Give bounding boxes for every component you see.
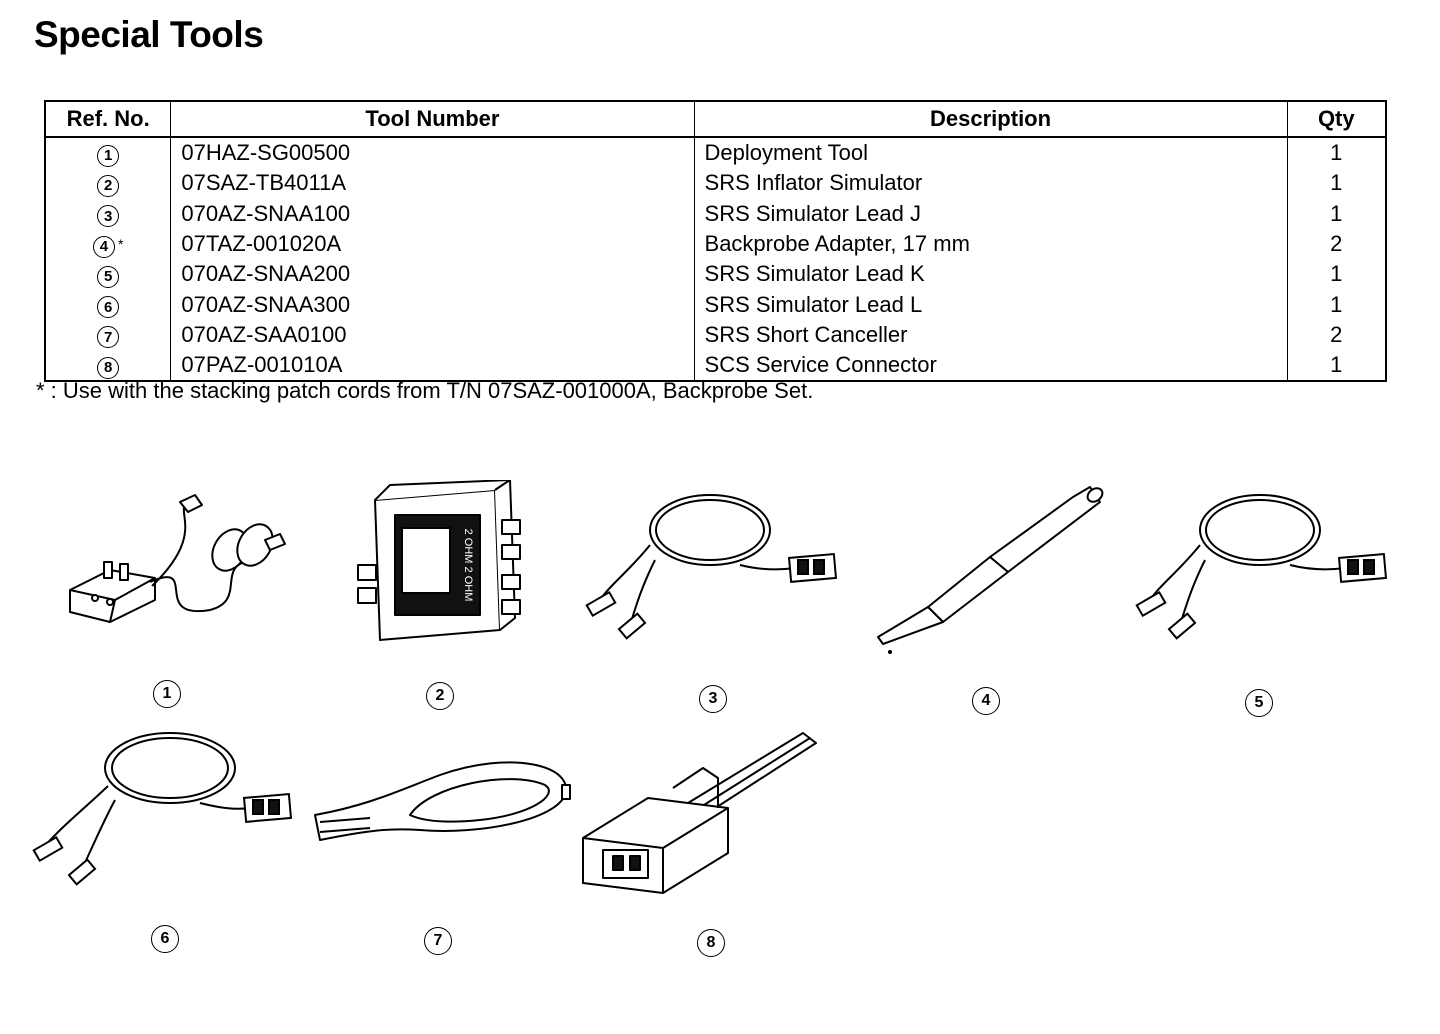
illustration-number: 8	[697, 929, 725, 957]
illustration-number: 5	[1245, 689, 1273, 717]
description-cell: SRS Simulator Lead L	[693, 289, 1288, 320]
qty-cell: 2	[1286, 228, 1386, 260]
illustration-number: 2	[426, 682, 454, 710]
ref-no-cell: 8	[45, 350, 171, 381]
header-ref-no: Ref. No.	[45, 101, 171, 138]
illustration-number: 4	[972, 687, 1000, 715]
illustration-number: 7	[424, 927, 452, 955]
description-cell: SCS Service Connector	[693, 350, 1288, 382]
special-tools-table: Ref. No. Tool Number Description Qty 1 07…	[44, 100, 1387, 383]
tool-number-cell: 070AZ-SNAA100	[170, 198, 695, 229]
backprobe-adapter-illustration	[877, 486, 1104, 654]
illustration-number: 1	[153, 680, 181, 708]
ref-no-cell: 1	[45, 137, 171, 168]
illustration-number: 3	[699, 685, 727, 713]
page-title: Special Tools	[34, 14, 264, 55]
table-header-row: Ref. No. Tool Number Description Qty	[45, 101, 1386, 138]
header-qty: Qty	[1286, 101, 1386, 138]
description-cell: SRS Short Canceller	[693, 319, 1288, 351]
tool-number-cell: 07PAZ-001010A	[170, 350, 695, 382]
qty-cell: 1	[1286, 350, 1386, 382]
tool-number-cell: 07HAZ-SG00500	[170, 137, 695, 169]
ref-no-cell: 3	[45, 199, 171, 229]
qty-cell: 1	[1286, 168, 1386, 199]
ref-number: 8	[97, 356, 120, 379]
qty-cell: 1	[1286, 137, 1386, 169]
qty-cell: 2	[1286, 319, 1386, 351]
ref-number: 7	[97, 326, 120, 349]
tool-number-cell: 07SAZ-TB4011A	[170, 168, 695, 199]
qty-cell: 1	[1286, 259, 1386, 290]
description-cell: Deployment Tool	[693, 137, 1288, 169]
header-description: Description	[693, 101, 1288, 138]
ref-no-cell: 5	[45, 259, 171, 289]
header-tool-number: Tool Number	[170, 101, 695, 138]
simulator-lead-j-illustration	[585, 494, 838, 640]
qty-cell: 1	[1286, 198, 1386, 229]
footnote: * : Use with the stacking patch cords fr…	[36, 378, 814, 403]
simulator-jumper-text: JUMPER	[407, 543, 421, 593]
ref-no-cell: 6	[45, 289, 171, 319]
description-cell: SRS Simulator Lead J	[693, 198, 1288, 229]
ref-number: 2	[97, 174, 120, 197]
simulator-lead-l-illustration	[32, 732, 293, 886]
ref-asterisk: *	[117, 236, 124, 253]
tool-number-cell: 070AZ-SAA0100	[170, 319, 695, 351]
qty-cell: 1	[1286, 289, 1386, 320]
ref-number: 1	[97, 144, 120, 167]
ref-number: 4	[92, 235, 115, 258]
ref-no-cell: 7	[45, 320, 171, 350]
deployment-tool-illustration	[69, 494, 286, 623]
tool-number-cell: 07TAZ-001020A	[170, 228, 695, 260]
ref-number: 6	[97, 296, 120, 319]
tool-number-cell: 070AZ-SNAA300	[170, 289, 695, 320]
illustration-number: 6	[151, 925, 179, 953]
description-cell: SRS Inflator Simulator	[693, 168, 1288, 199]
ref-no-cell: 4*	[45, 229, 171, 259]
ref-number: 3	[97, 205, 120, 228]
description-cell: SRS Simulator Lead K	[693, 259, 1288, 290]
scs-service-connector-illustration	[582, 732, 817, 894]
ref-number: 5	[97, 265, 120, 288]
description-cell: Backprobe Adapter, 17 mm	[693, 228, 1288, 260]
simulator-lead-k-illustration	[1135, 494, 1388, 640]
simulator-ohm-text: 2 OHM 2 OHM	[462, 529, 474, 602]
ref-no-cell: 2	[45, 168, 171, 198]
tool-number-cell: 070AZ-SNAA200	[170, 259, 695, 290]
short-canceller-illustration	[314, 761, 571, 841]
inflator-simulator-illustration: JUMPER 2 OHM 2 OHM	[357, 480, 521, 641]
